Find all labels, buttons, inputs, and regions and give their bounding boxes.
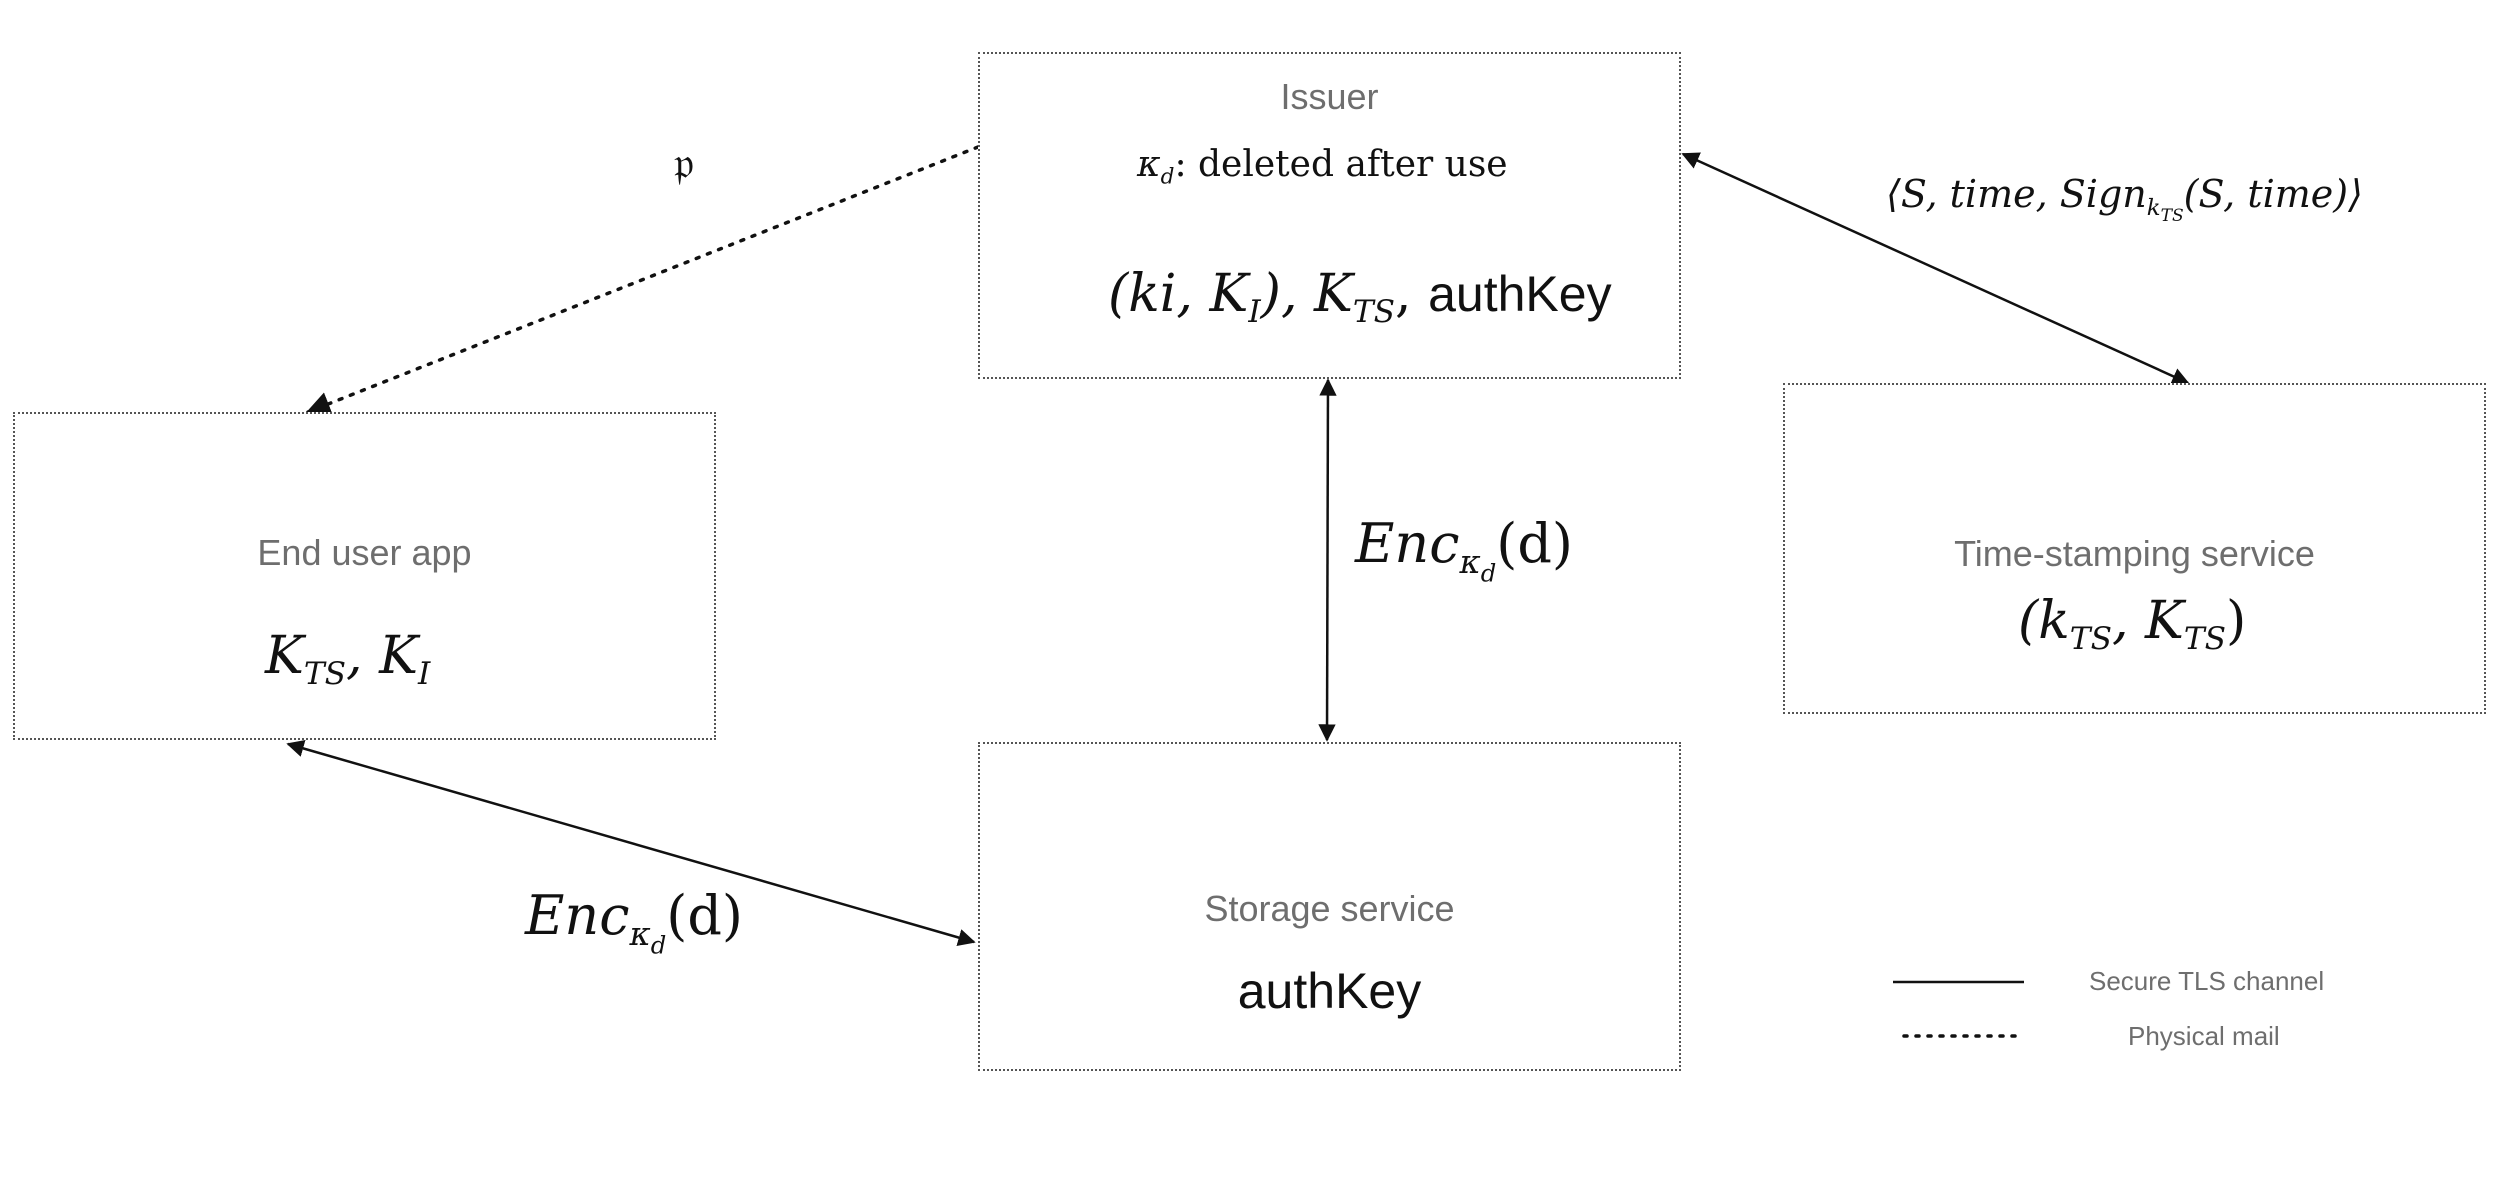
issuer-keys-prefix: (ki, K <box>1108 264 1249 324</box>
legend-dotted-label: Physical mail <box>2128 1021 2280 1051</box>
ts-sub2: TS <box>2183 620 2227 657</box>
issuer-keys: (ki, KI), KTS, authKey <box>1108 264 1612 330</box>
enc-subsub-1: d <box>1480 558 1497 588</box>
end-user-app-box: End user app KTS, KI <box>13 412 716 740</box>
issuer-keys-sub-ts: TS <box>1352 293 1396 330</box>
enc-sub-1: κ <box>1459 543 1481 582</box>
end-user-sep: , K <box>346 626 418 686</box>
issuer-keys-sub-i: I <box>1248 293 1261 330</box>
time-stamping-keys: (kTS, KTS) <box>2018 591 2246 657</box>
ts-mid: , K <box>2111 591 2184 651</box>
end-user-k1-sub: TS <box>303 655 347 692</box>
ts-sub1: TS <box>2069 620 2112 657</box>
deleted-after-use-text: : deleted after use <box>1174 144 1508 185</box>
ts-sig-close: (S, time)⟩ <box>2183 172 2363 216</box>
end-user-keys: KTS, KI <box>265 626 430 692</box>
issuer-deleted-line: κd: deleted after use <box>1137 144 1508 190</box>
issuer-box: Issuer κd: deleted after use (ki, KI), K… <box>978 52 1681 379</box>
edge-issuer-storage <box>1318 378 1337 742</box>
edge-issuer-enduser-mail <box>305 145 980 416</box>
issuer-keys-sep: , <box>1395 264 1429 324</box>
enc-arg-2: (d) <box>666 884 743 947</box>
time-stamping-title: Time-stamping service <box>1954 533 2315 574</box>
enc-arg-1: (d) <box>1496 512 1573 575</box>
storage-authkey: authKey <box>1237 963 1422 1019</box>
end-user-app-title: End user app <box>257 532 472 573</box>
kappa-subscript: d <box>1160 164 1175 190</box>
storage-service-box: Storage service authKey <box>978 742 1681 1071</box>
ts-open: (k <box>2018 591 2070 651</box>
physical-mail-symbol: 𝔭 <box>674 138 694 189</box>
enc-sub-2: κ <box>629 915 651 954</box>
storage-service-title: Storage service <box>1204 888 1455 929</box>
ts-sig-sub-ts: TS <box>2160 205 2184 226</box>
timestamp-signature-label: ⟨S, time, SignkTS(S, time)⟩ <box>1886 172 2363 226</box>
ts-close: ) <box>2226 591 2247 651</box>
edge-enduser-storage <box>286 739 976 947</box>
ts-sig-open: ⟨S, time, Sign <box>1886 172 2147 216</box>
time-stamping-service-box: Time-stamping service (kTS, KTS) <box>1783 383 2486 714</box>
end-user-k1: K <box>265 626 304 686</box>
issuer-title: Issuer <box>1280 76 1379 117</box>
end-user-k2-sub: I <box>417 655 431 692</box>
enc-label-1: Enc <box>1355 512 1460 575</box>
legend-solid-label: Secure TLS channel <box>2089 966 2325 996</box>
issuer-storage-enc-label: Encκd(d) <box>1355 512 1573 588</box>
issuer-authkey: authKey <box>1428 266 1612 322</box>
enc-subsub-2: d <box>650 930 667 960</box>
issuer-keys-mid: ), K <box>1260 264 1353 324</box>
enc-label-2: Enc <box>525 884 630 947</box>
kappa-symbol: κ <box>1137 144 1161 185</box>
user-storage-enc-label: Encκd(d) <box>525 884 743 960</box>
edge-issuer-timestamp <box>1681 152 2190 385</box>
ts-sig-sub-k: k <box>2146 194 2161 221</box>
